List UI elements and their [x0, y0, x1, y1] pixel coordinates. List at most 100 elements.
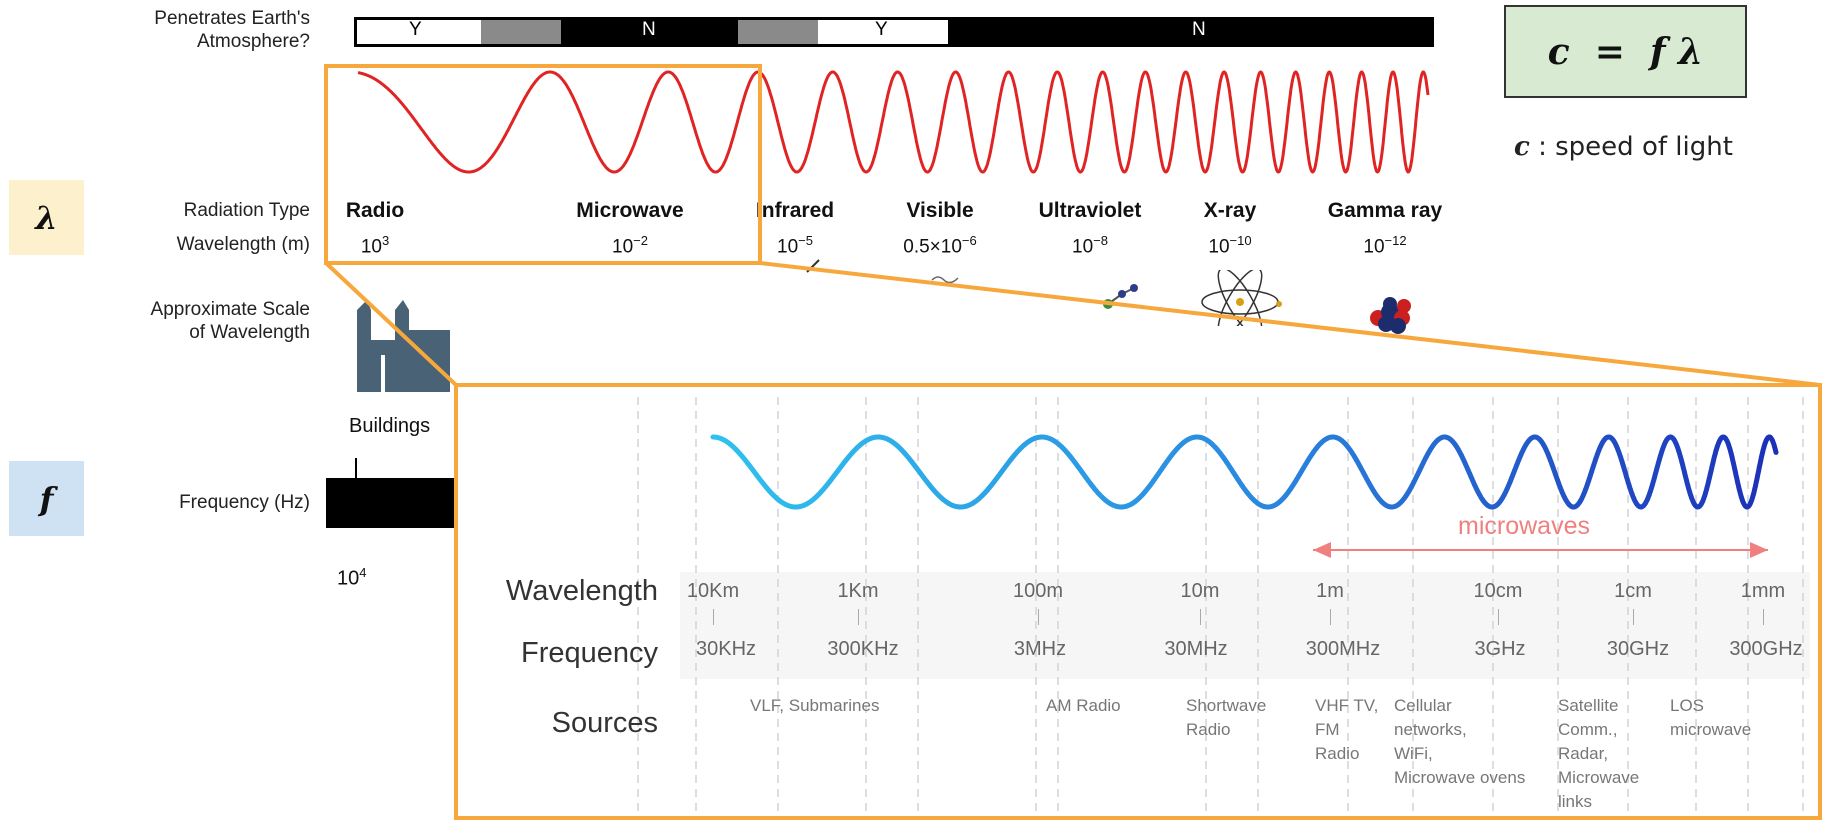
source-am-radio: AM Radio: [1046, 696, 1121, 715]
f-symbol-box: f: [9, 461, 84, 536]
atmosphere-segment-gray2: [738, 20, 818, 44]
zoom-wavelength-value: 10Km: [686, 580, 740, 602]
radiation-type-xray: X-ray: [1203, 199, 1257, 222]
radiation-wave: [357, 70, 1430, 174]
atmosphere-segment-y1: [357, 20, 481, 44]
wavelength-infrared: 10−5: [750, 233, 840, 258]
scale-label-line2: of Wavelength: [189, 322, 310, 343]
zoom-sources-label: Sources: [551, 707, 658, 739]
zoom-frequency-value: 300KHz: [827, 638, 899, 660]
zoom-wavelength-tick: [1763, 609, 1764, 625]
wavelength-visible: 0.5×10−6: [875, 233, 1005, 258]
zoom-wavelength-value: 1cm: [1614, 580, 1652, 602]
zoom-wavelength-tick: [713, 609, 714, 625]
atmosphere-y-label-2: Y: [875, 19, 888, 40]
speed-of-light-symbol: c: [1514, 132, 1530, 162]
zoom-wavelength-value: 10m: [1180, 580, 1220, 602]
atmosphere-segment-y2: [818, 20, 948, 44]
source-vlf: VLF, Submarines: [750, 696, 880, 715]
zoom-wavelength-value: 1m: [1316, 580, 1344, 602]
wavelength-gamma-exp: −12: [1384, 233, 1407, 248]
zoom-wavelength-tick: [1330, 609, 1331, 625]
zoom-frequency-value: 30MHz: [1164, 638, 1228, 660]
radiation-type-microwave: Microwave: [576, 199, 684, 222]
wavelength-infrared-base: 10: [777, 236, 799, 258]
zoom-wavelength-label: Wavelength: [505, 575, 658, 607]
zoom-connector-left: [324, 261, 458, 387]
zoom-frequency-value: 30GHz: [1606, 638, 1670, 660]
wavelength-ultraviolet-base: 10: [1072, 236, 1094, 258]
zoom-wavelength-tick: [1200, 609, 1201, 625]
scale-label: Approximate Scale of Wavelength: [60, 298, 310, 344]
source-los: LOS microwave: [1670, 696, 1752, 739]
zoom-frequency-value: 30KHz: [695, 638, 757, 660]
atmosphere-n-label-2: N: [1192, 19, 1206, 40]
wavelength-ultraviolet: 10−8: [1045, 233, 1135, 258]
wavelength-gamma-base: 10: [1363, 236, 1385, 258]
wavelength-visible-base: 0.5×10: [903, 236, 962, 258]
zoom-frequency-value: 3MHz: [1013, 638, 1067, 660]
equation-box: c = f λ: [1504, 5, 1747, 98]
wavelength-ultraviolet-exp: −8: [1093, 233, 1108, 248]
frequency-tick-label: 104: [337, 565, 366, 591]
zoom-background: [637, 397, 1810, 812]
radiation-type-visible: Visible: [906, 199, 974, 222]
zoom-panel: microwaves Wavelength Frequency Sources …: [454, 383, 1822, 820]
zoom-wavelength-tick: [858, 609, 859, 625]
frequency-label: Frequency (Hz): [179, 492, 310, 513]
zoom-frequency-value: 3GHz: [1474, 638, 1526, 660]
zoom-wavelength-value: 1Km: [837, 580, 879, 602]
zoom-frequency-value: 300GHz: [1729, 638, 1803, 660]
buildings-label: Buildings: [349, 415, 431, 437]
atmosphere-segment-gray1: [481, 20, 561, 44]
radiation-type-infrared: Infrared: [755, 199, 835, 222]
wavelength-radio-base: 10: [360, 236, 382, 258]
wavelength-visible-exp: −6: [961, 233, 977, 248]
atmosphere-label-line1: Penetrates Earth's: [154, 8, 310, 29]
wavelength-xray-exp: −10: [1229, 233, 1252, 248]
radiation-wave-path: [357, 70, 1430, 174]
scale-label-line1: Approximate Scale: [150, 299, 310, 320]
microwaves-label: microwaves: [1458, 512, 1590, 540]
radiation-type-radio: Radio: [345, 199, 405, 222]
wavelength-microwave-exp: −2: [633, 233, 648, 248]
zoom-wavelength-tick: [1038, 609, 1039, 625]
lambda-symbol-box: λ: [9, 180, 84, 255]
atmosphere-label: Penetrates Earth's Atmosphere?: [70, 7, 310, 53]
wavelength-gamma: 10−12: [1335, 233, 1435, 258]
wavelength-xray: 10−10: [1180, 233, 1280, 258]
wavelength-microwave-base: 10: [612, 236, 634, 258]
atmosphere-bar: Y N Y N: [354, 17, 1434, 47]
atmosphere-label-line2: Atmosphere?: [196, 31, 310, 52]
zoom-frequency-value: 300MHz: [1305, 638, 1381, 660]
atmosphere-n-label-1: N: [642, 19, 656, 40]
zoom-wavelength-value: 100m: [1012, 580, 1064, 602]
frequency-tick-exp: 4: [359, 565, 367, 580]
zoom-wavelength-tick: [1633, 609, 1634, 625]
microwaves-arrow-left: [1313, 542, 1331, 558]
building-icon: [357, 300, 450, 392]
atmosphere-y-label-1: Y: [409, 19, 422, 40]
frequency-bar: [326, 478, 466, 528]
speed-of-light-text: : speed of light: [1529, 132, 1733, 162]
radiation-type-gamma: Gamma ray: [1327, 199, 1443, 222]
wavelength-xray-base: 10: [1208, 236, 1230, 258]
zoom-connector-right: [759, 261, 1821, 387]
wavelength-microwave: 10−2: [580, 233, 680, 258]
atom-icon: [1201, 270, 1282, 326]
source-vhf-fm: VHF TV, FM Radio: [1315, 696, 1379, 763]
source-satellite: Satellite Comm., Radar, Microwave links: [1558, 696, 1640, 811]
zoom-wavelength-value: 10cm: [1473, 580, 1523, 602]
frequency-tick-base: 10: [337, 567, 360, 590]
nucleus-icon: [1370, 297, 1411, 334]
zoom-wavelength-value: 1mm: [1740, 580, 1786, 602]
wavelength-radio: 103: [330, 233, 420, 258]
highlight-box: [324, 64, 762, 265]
protozoa-icon: [931, 276, 959, 284]
frequency-tick: [355, 458, 357, 478]
source-shortwave: Shortwave Radio: [1186, 696, 1267, 739]
wavelength-radio-exp: 3: [381, 233, 390, 248]
wavelength-infrared-exp: −5: [798, 233, 813, 248]
wavelength-label: Wavelength (m): [176, 234, 310, 255]
